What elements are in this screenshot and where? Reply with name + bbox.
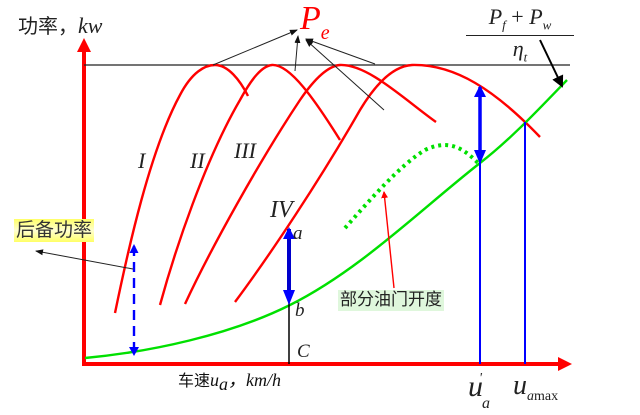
ua-prime-down-arrow-icon <box>474 150 486 164</box>
uamax-label: uamax <box>513 370 559 404</box>
curve-gear-2 <box>158 63 342 306</box>
engine-power-curves <box>113 63 541 314</box>
reserve-power-label: 后备功率 <box>14 219 95 242</box>
resistance-formula: Pf + Pw ηt <box>466 6 574 64</box>
point-c-label: C <box>297 341 310 362</box>
ua-prime-label: u'a <box>468 370 490 412</box>
resistance-power-curve <box>84 79 568 360</box>
b-down-arrow-icon <box>283 290 295 305</box>
x-axis-label: 车速ua，km/h <box>178 370 282 395</box>
curve-label-3: III <box>234 138 256 163</box>
x-axis-arrow-icon <box>558 357 572 371</box>
pe-label: Pe <box>300 0 330 44</box>
y-axis-arrow-icon <box>77 38 91 52</box>
partial-throttle-label: 部分油门开度 <box>338 290 444 311</box>
pe-leader-lines <box>212 29 385 111</box>
axes <box>77 38 572 371</box>
point-a-label: a <box>293 223 303 244</box>
partial-throttle-curve <box>343 143 480 230</box>
reserve-power-leader <box>35 249 134 270</box>
y-axis-label: 功率，kw <box>18 13 103 38</box>
curve-label-4: IV <box>270 197 293 223</box>
curve-label-1: I <box>138 148 146 173</box>
curve-gear-4 <box>234 63 541 303</box>
partial-throttle-leader <box>381 191 395 289</box>
point-b-label: b <box>295 300 305 321</box>
curve-gear-3 <box>183 63 437 305</box>
formula-arrow <box>539 39 564 88</box>
curve-label-2: II <box>190 148 205 173</box>
curve-gear-1 <box>113 63 250 314</box>
reserve-power-down-arrow-icon <box>129 347 139 356</box>
